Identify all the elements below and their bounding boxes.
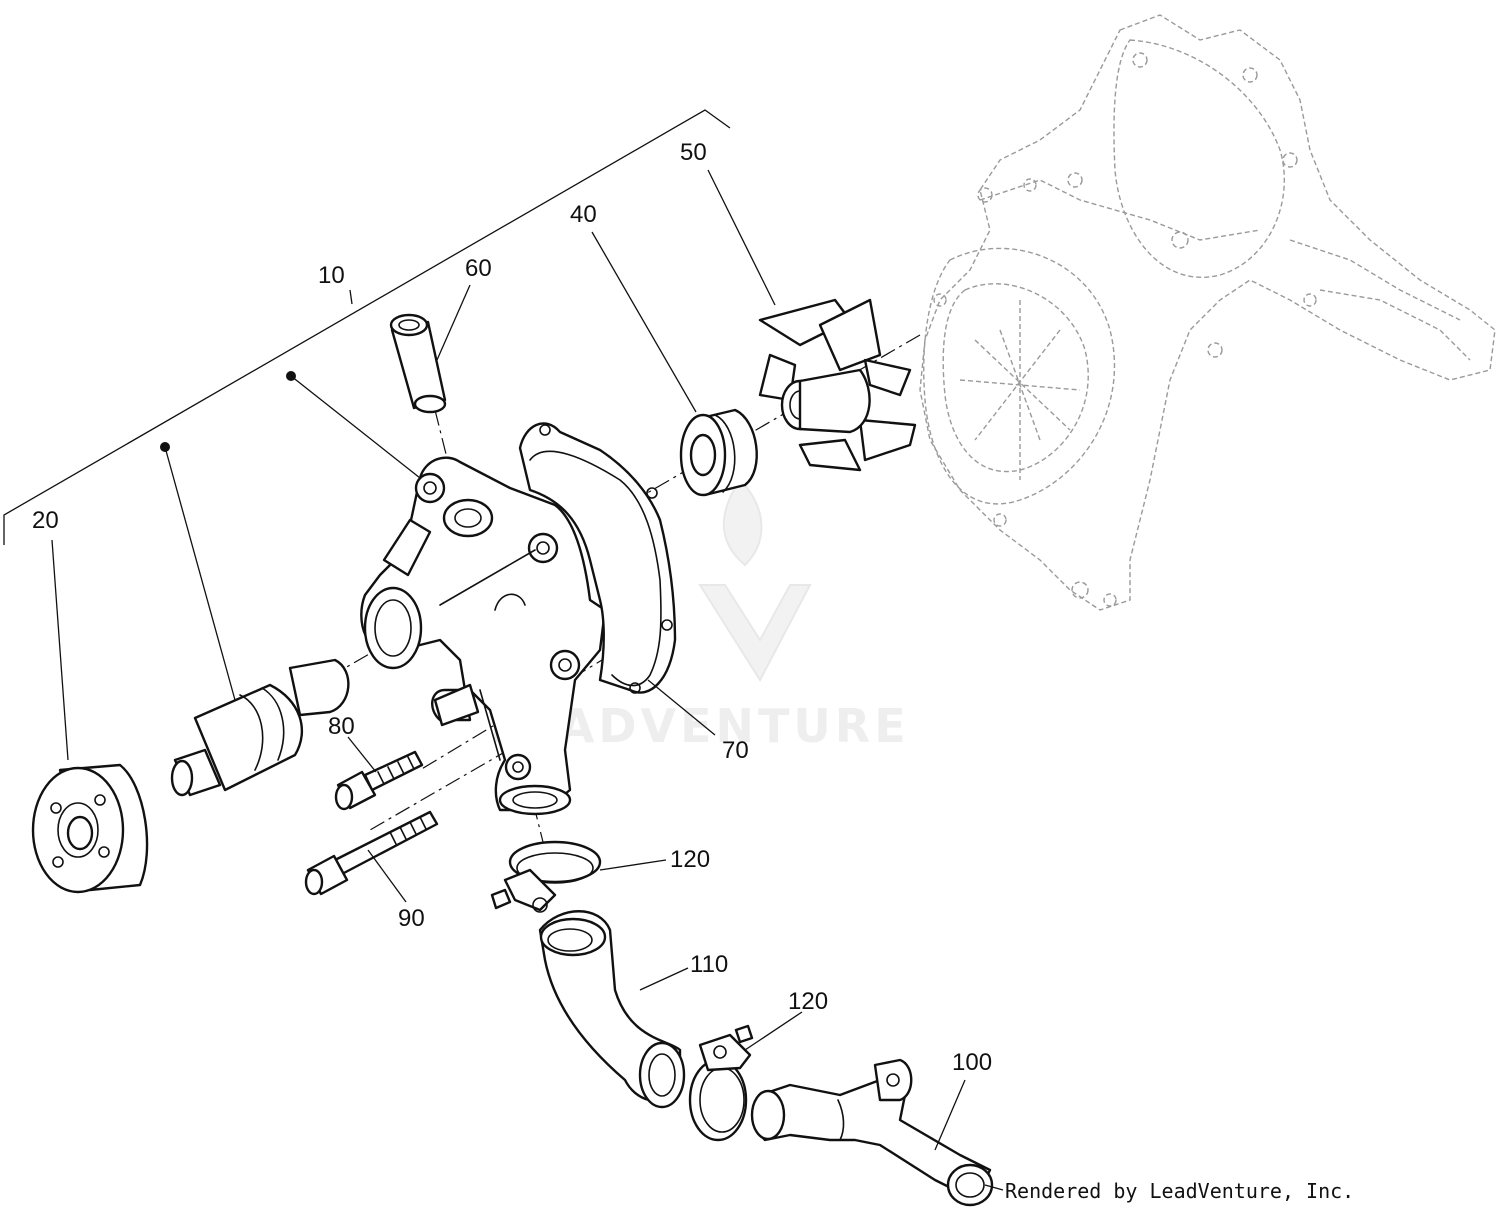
- callout-leaders: [51, 169, 1004, 1191]
- callout-20: 20: [32, 507, 59, 534]
- callout-10: 10: [318, 262, 345, 289]
- callout-120-lower: 120: [788, 988, 828, 1015]
- callout-80: 80: [328, 713, 355, 740]
- outlet-pipe-part: [750, 1058, 994, 1207]
- water-pump-body-part: [360, 456, 607, 816]
- hose-clamp-lower-part: [688, 1024, 754, 1142]
- callout-110: 110: [690, 951, 728, 978]
- bolt-long-part: [304, 810, 439, 896]
- bolt-short-part: [334, 750, 424, 811]
- hose-clamp-upper-part: [490, 840, 602, 913]
- render-credit: Rendered by LeadVenture, Inc.: [1005, 1179, 1354, 1203]
- sleeve-pipe-part: [389, 313, 447, 414]
- engine-block-phantom: [919, 14, 1496, 611]
- callout-40: 40: [570, 201, 597, 228]
- gasket-part: [518, 422, 677, 694]
- callout-70: 70: [722, 737, 749, 764]
- pulley-part: [31, 763, 149, 894]
- callout-90: 90: [398, 905, 425, 932]
- coolant-hose-part: [538, 910, 686, 1109]
- callout-120-upper: 120: [670, 846, 710, 873]
- mechanical-seal-part: [679, 408, 758, 497]
- impeller-part: [758, 298, 917, 472]
- callout-50: 50: [680, 139, 707, 166]
- callout-100: 100: [952, 1049, 992, 1076]
- callout-60: 60: [465, 255, 492, 282]
- shaft-bearing-part: [170, 658, 350, 797]
